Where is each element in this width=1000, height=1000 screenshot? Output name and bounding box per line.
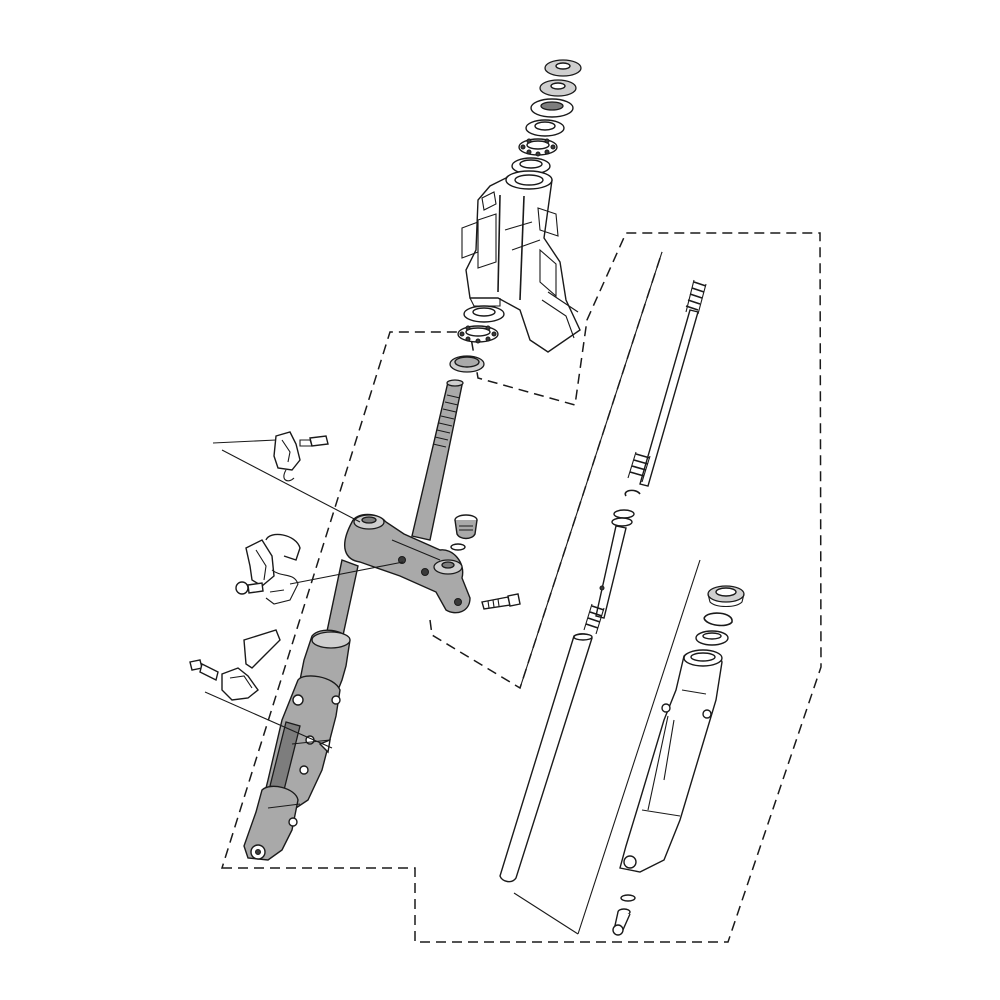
rebound-spring: [583, 603, 605, 635]
pinch-bolt-icon: [481, 593, 521, 610]
inner-tube-leader: [519, 251, 663, 689]
right-leg-leader: [577, 559, 701, 935]
right-fork-leg: [612, 585, 745, 936]
right-circlip: [703, 612, 733, 627]
top-lock-nut: [544, 59, 582, 77]
steering-head-assembly: [449, 59, 582, 373]
upper-lock-nut: [539, 79, 577, 97]
right-outer-tube: [619, 649, 723, 873]
frame-head-pipe-icon: [461, 170, 581, 353]
right-oil-seal: [695, 630, 729, 646]
fork-spring: [627, 451, 651, 483]
drain-washer: [620, 894, 636, 902]
upper-race: [525, 119, 565, 137]
steering-stem: [411, 379, 464, 541]
stem-callout-boundary: [429, 251, 663, 690]
under-bracket: [343, 513, 471, 614]
lower-ball-bearing: [457, 325, 499, 344]
fork-internals: [499, 279, 707, 883]
upper-spring: [685, 279, 707, 315]
left-fork-leg: [243, 559, 359, 861]
inner-fork-tube: [499, 633, 593, 883]
circlip: [624, 489, 641, 497]
cable-clamp-upper: [212, 431, 361, 523]
right-dust-seal: [707, 585, 745, 608]
fork-cap-bolt: [450, 514, 478, 551]
piston-ring: [595, 509, 635, 619]
lower-race: [463, 305, 505, 323]
cable-clamp-middle: [235, 533, 404, 605]
upper-ball-bearing: [518, 138, 558, 157]
cable-clamp-lower: [189, 629, 333, 749]
bottom-bolt-icon: [612, 908, 631, 936]
dust-seal: [449, 355, 485, 373]
outer-tube-leader: [513, 892, 579, 935]
lock-washer: [530, 98, 574, 118]
fork-damper-rod: [639, 309, 699, 487]
